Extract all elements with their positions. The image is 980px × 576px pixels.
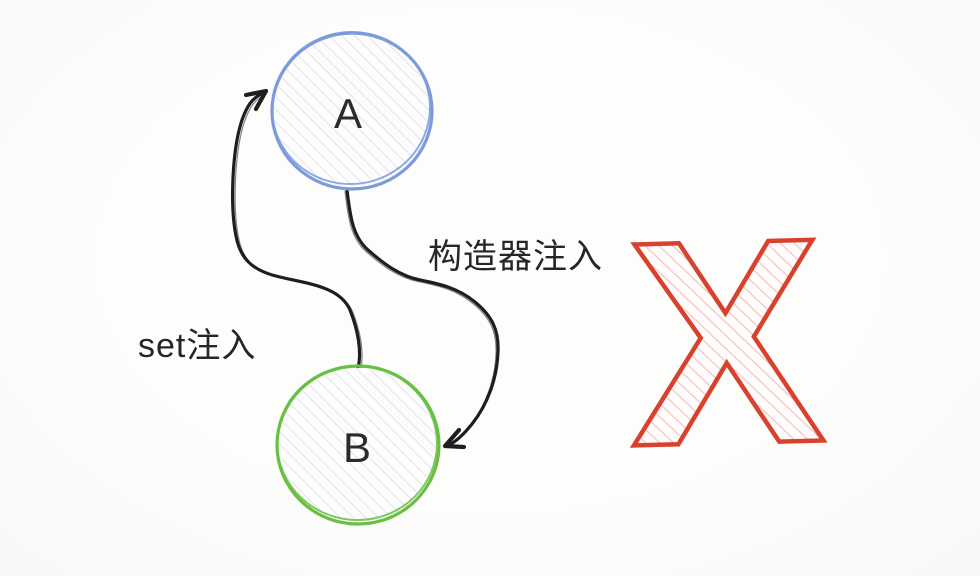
node-a: A bbox=[270, 30, 434, 191]
node-a-ring-sketch bbox=[271, 30, 431, 186]
forbidden-x-mark: X bbox=[622, 174, 831, 510]
forbidden-x-symbol: X bbox=[624, 176, 829, 507]
edge-setter-sketch-line bbox=[234, 93, 363, 371]
arrow-head-into-a-icon bbox=[243, 88, 269, 112]
edge-setter-injection bbox=[231, 88, 363, 371]
node-b: B bbox=[275, 364, 441, 526]
node-b-ring-sketch bbox=[276, 364, 438, 522]
constructor-injection-label: 构造器注入 bbox=[428, 238, 603, 276]
edge-setter-path bbox=[231, 91, 362, 370]
node-b-fill bbox=[279, 368, 437, 522]
setter-injection-label: set注入 bbox=[138, 327, 256, 365]
edge-constructor-injection bbox=[344, 188, 500, 450]
node-a-fill bbox=[274, 35, 430, 187]
edge-constructor-sketch-line bbox=[344, 190, 497, 448]
node-b-label: B bbox=[343, 424, 371, 471]
node-a-label: A bbox=[334, 90, 362, 137]
edge-constructor-path bbox=[345, 188, 500, 447]
arrow-head-into-b-icon bbox=[442, 427, 467, 450]
